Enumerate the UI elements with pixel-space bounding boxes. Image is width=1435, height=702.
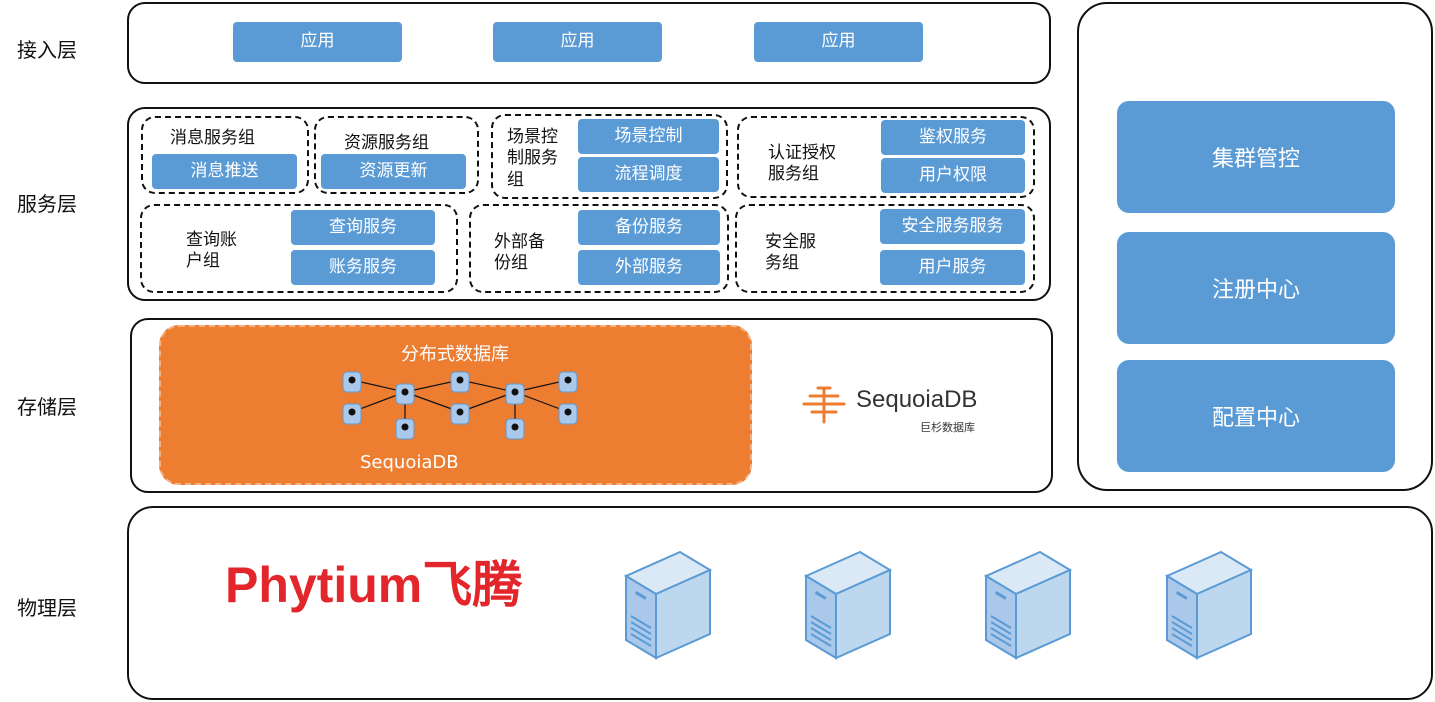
scene-group-title-line: 制服务 [507, 148, 558, 169]
external-service-button[interactable]: 外部服务 [578, 250, 720, 285]
message-group-title: 消息服务组 [170, 128, 255, 148]
resource-group-title: 资源服务组 [344, 133, 429, 153]
server-icon [623, 550, 713, 660]
registry-center-button[interactable]: 注册中心 [1117, 232, 1395, 344]
app-button-2[interactable]: 应用 [493, 22, 662, 62]
phytium-logo-cn: 飞腾 [422, 557, 523, 613]
storage-layer-label: 存储层 [17, 395, 77, 419]
user-service-button[interactable]: 用户服务 [880, 250, 1025, 285]
message-push-button[interactable]: 消息推送 [152, 154, 297, 189]
security-group-title: 安全服 务组 [765, 232, 816, 275]
phytium-logo: Phytium飞腾 [225, 560, 522, 610]
auth-group-title-line: 认证授权 [768, 143, 836, 163]
scene-group-title: 场景控 制服务 组 [507, 127, 558, 191]
query-account-group [140, 204, 458, 293]
server-icon [1164, 550, 1254, 660]
resource-update-button[interactable]: 资源更新 [321, 154, 466, 189]
security-service-button[interactable]: 安全服务服务 [880, 209, 1025, 244]
scene-group-title-line: 组 [507, 169, 524, 190]
security-group-title-line: 务组 [765, 253, 799, 274]
app-button-1[interactable]: 应用 [233, 22, 402, 62]
query-service-button[interactable]: 查询服务 [291, 210, 435, 245]
scene-control-button[interactable]: 场景控制 [578, 119, 719, 154]
resource-service-group [314, 116, 479, 194]
scene-control-group [491, 114, 728, 199]
service-layer-label: 服务层 [17, 192, 77, 216]
server-icon [983, 550, 1073, 660]
security-service-group [735, 204, 1035, 293]
backup-group-title: 外部备 份组 [494, 232, 545, 275]
cluster-control-button[interactable]: 集群管控 [1117, 101, 1395, 213]
message-service-group [141, 116, 309, 194]
scene-group-title-line: 场景控 [507, 127, 558, 147]
query-group-title-line: 户组 [186, 251, 220, 272]
sequoiadb-logo-mark-icon [802, 386, 846, 424]
security-group-title-line: 安全服 [765, 232, 816, 252]
auth-group-title: 认证授权 服务组 [768, 143, 836, 186]
config-center-button[interactable]: 配置中心 [1117, 360, 1395, 472]
backup-group-title-line: 份组 [494, 253, 528, 274]
auth-service-group [737, 116, 1035, 198]
query-group-title: 查询账 户组 [186, 230, 237, 273]
distributed-db-title: 分布式数据库 [401, 344, 509, 365]
external-backup-group [469, 204, 729, 293]
sequoiadb-logo: SequoiaDB 巨杉数据库 [800, 380, 1010, 440]
phytium-logo-latin: Phytium [225, 557, 423, 613]
user-permission-button[interactable]: 用户权限 [881, 158, 1025, 193]
auth-service-button[interactable]: 鉴权服务 [881, 120, 1025, 155]
sequoiadb-logo-subtext: 巨杉数据库 [920, 421, 975, 434]
server-icon [803, 550, 893, 660]
distributed-db-name: SequoiaDB [360, 452, 459, 473]
physical-layer-label: 物理层 [17, 596, 77, 620]
db-cluster-topology-icon [342, 371, 578, 440]
backup-service-button[interactable]: 备份服务 [578, 210, 720, 245]
query-group-title-line: 查询账 [186, 230, 237, 250]
auth-group-title-line: 服务组 [768, 164, 819, 185]
app-button-3[interactable]: 应用 [754, 22, 923, 62]
sequoiadb-logo-text: SequoiaDB [856, 386, 978, 413]
process-dispatch-button[interactable]: 流程调度 [578, 157, 719, 192]
backup-group-title-line: 外部备 [494, 232, 545, 252]
billing-service-button[interactable]: 账务服务 [291, 250, 435, 285]
access-layer-label: 接入层 [17, 38, 77, 62]
